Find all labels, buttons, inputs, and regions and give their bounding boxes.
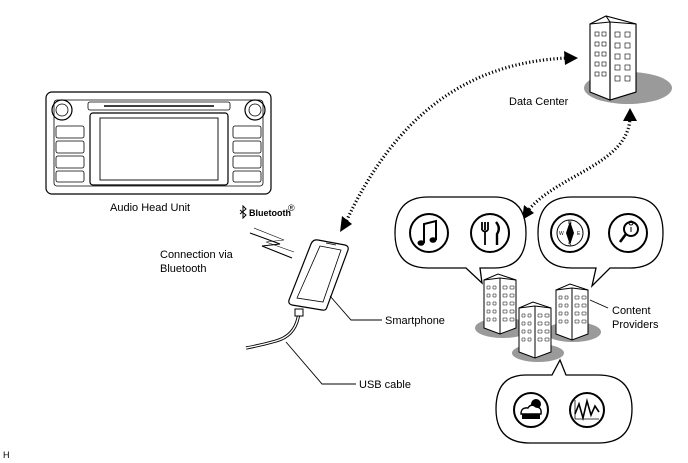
usb-cable-label: USB cable [359,379,411,391]
usb-cable [245,308,304,350]
audio-head-unit-label: Audio Head Unit [110,202,190,214]
svg-text:S: S [568,242,572,248]
smartphone [288,239,349,311]
wireless-signal-icon [249,227,295,259]
svg-text:W: W [559,231,564,237]
arrowhead-phone [340,216,352,232]
content-provider-buildings [475,273,601,362]
data-center-windows [594,31,631,82]
bluetooth-logo: Bluetooth ® [239,203,295,220]
corner-mark: H [3,450,10,460]
leader-lines [285,295,609,385]
weather-icon [513,392,549,428]
arrowhead-datacenter-bottom [623,108,637,121]
smartphone-label: Smartphone [385,315,445,327]
stock-chart-icon [569,392,605,428]
bluetooth-logo-text: Bluetooth [249,208,291,218]
provider-building-1 [483,273,517,335]
bluetooth-trademark: ® [288,203,295,213]
connection-label-line1: Connection via [160,249,234,261]
content-providers-label-line1: Content [612,305,651,317]
provider-building-3 [518,301,552,359]
provider-building-2 [555,283,589,341]
music-note-icon [409,213,449,253]
content-providers-label-line2: Providers [612,319,659,331]
map-search-icon [608,213,648,253]
compass-icon: N S W E [550,213,590,253]
data-center [584,15,672,104]
svg-text:N: N [568,220,572,226]
restaurant-icon [470,213,510,253]
data-center-label: Data Center [509,96,569,108]
arrowhead-providers [522,205,534,220]
bluetooth-icon [239,204,247,220]
svg-text:E: E [577,231,581,237]
provider-building-windows [486,285,587,342]
arrowhead-datacenter-top [564,51,578,65]
connection-label-line2: Bluetooth [160,263,206,275]
wireless-link-phone-datacenter [343,56,569,225]
audio-head-unit [45,91,272,195]
